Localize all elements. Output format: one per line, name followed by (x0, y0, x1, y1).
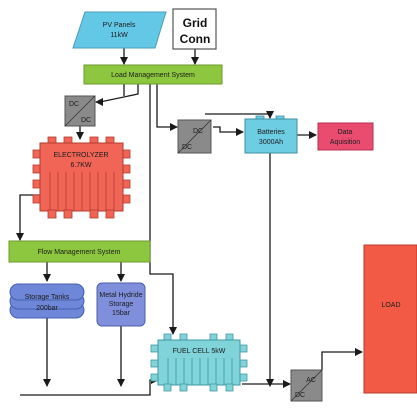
data-aquisition-line1: Data (338, 129, 353, 136)
grid-conn-line1: Grid (183, 16, 208, 30)
electrolyzer-tabs-bottom (47, 209, 115, 219)
load-management-node: Load Management System (83, 64, 223, 85)
flow-management-node: Flow Management System (8, 240, 151, 263)
metal-hydride-line1: Metal Hydride (99, 292, 142, 299)
batteries-title: Batteries (257, 129, 285, 136)
batteries-capacity: 3000Ah (259, 139, 283, 146)
arrow-lms-to-dcdc-mid (156, 84, 178, 131)
batteries-node: Batteries 3000Ah (244, 115, 298, 154)
data-aquisition-node: Data Aquisition (317, 122, 374, 151)
storage-tanks-node: Storage Tanks 200bar (9, 283, 85, 319)
data-aquisition-box (317, 122, 374, 151)
storage-tank-top (9, 283, 85, 301)
dcdc-mid-upper: DC (193, 128, 203, 135)
storage-tanks-pressure: 200bar (36, 305, 58, 312)
electrolyzer-plates (49, 172, 115, 211)
load-management-label: Load Management System (111, 72, 195, 79)
fuel-cell-plates (167, 358, 233, 385)
electrolyzer-title: ELECTROLYZER (53, 152, 108, 159)
arrow-acdc-to-load (321, 348, 363, 370)
acdc-converter: AC DC (290, 369, 323, 402)
dcdc-top-upper: DC (69, 101, 79, 108)
grid-conn-line2: Conn (180, 32, 211, 46)
fuel-cell-tabs-bottom (163, 383, 234, 392)
dcdc-top-lower: DC (81, 117, 91, 124)
grid-conn-box (172, 8, 217, 50)
load-node: LOAD (363, 244, 417, 394)
storage-tanks-title: Storage Tanks (25, 294, 70, 301)
electrolyzer-body (39, 142, 124, 212)
acdc-lower: DC (295, 392, 305, 399)
metal-hydride-line2: Storage (109, 301, 134, 308)
grid-conn-node: Grid Conn (172, 8, 217, 50)
metal-hydride-node: Metal Hydride Storage 15bar (96, 282, 146, 327)
load-box (363, 244, 417, 394)
acdc-upper: AC (306, 377, 316, 384)
fuel-cell-body (157, 339, 241, 386)
load-label: LOAD (381, 302, 400, 309)
pv-panels-node: PV Panels 11kW (72, 11, 167, 49)
arrow-bus-to-fuelcell (20, 376, 159, 396)
dcdc-converter-top: DC DC (64, 95, 96, 127)
arrow-lms-to-fuelcell (149, 84, 177, 335)
electrolyzer-node: ELECTROLYZER 6.7KW (32, 136, 131, 219)
flow-management-label: Flow Management System (38, 249, 121, 256)
flow-management-box (8, 240, 151, 263)
fuel-cell-node: FUEL CELL 5kW (150, 333, 248, 392)
dcdc-converter-mid: DC DC (177, 119, 212, 154)
arrow-dcdc-to-batteries (213, 126, 244, 136)
arrow-lms-to-batteries (205, 111, 274, 119)
arrow-electrolyzer-to-flow (16, 182, 42, 241)
electrolyzer-rating: 6.7KW (70, 162, 91, 169)
fuel-cell-label: FUEL CELL 5kW (173, 348, 226, 355)
arrow-lms-to-dcdc-top (95, 84, 139, 106)
metal-hydride-line3: 15bar (112, 310, 131, 317)
dcdc-mid-lower: DC (182, 144, 192, 151)
data-aquisition-line2: Aquisition (330, 139, 360, 146)
metal-hydride-box (96, 282, 146, 327)
batteries-box (244, 118, 298, 154)
pv-panels-title: PV Panels (103, 22, 136, 29)
pv-panels-rating: 11kW (110, 32, 128, 39)
load-management-box (83, 64, 223, 85)
pv-panels-shape (72, 11, 167, 49)
